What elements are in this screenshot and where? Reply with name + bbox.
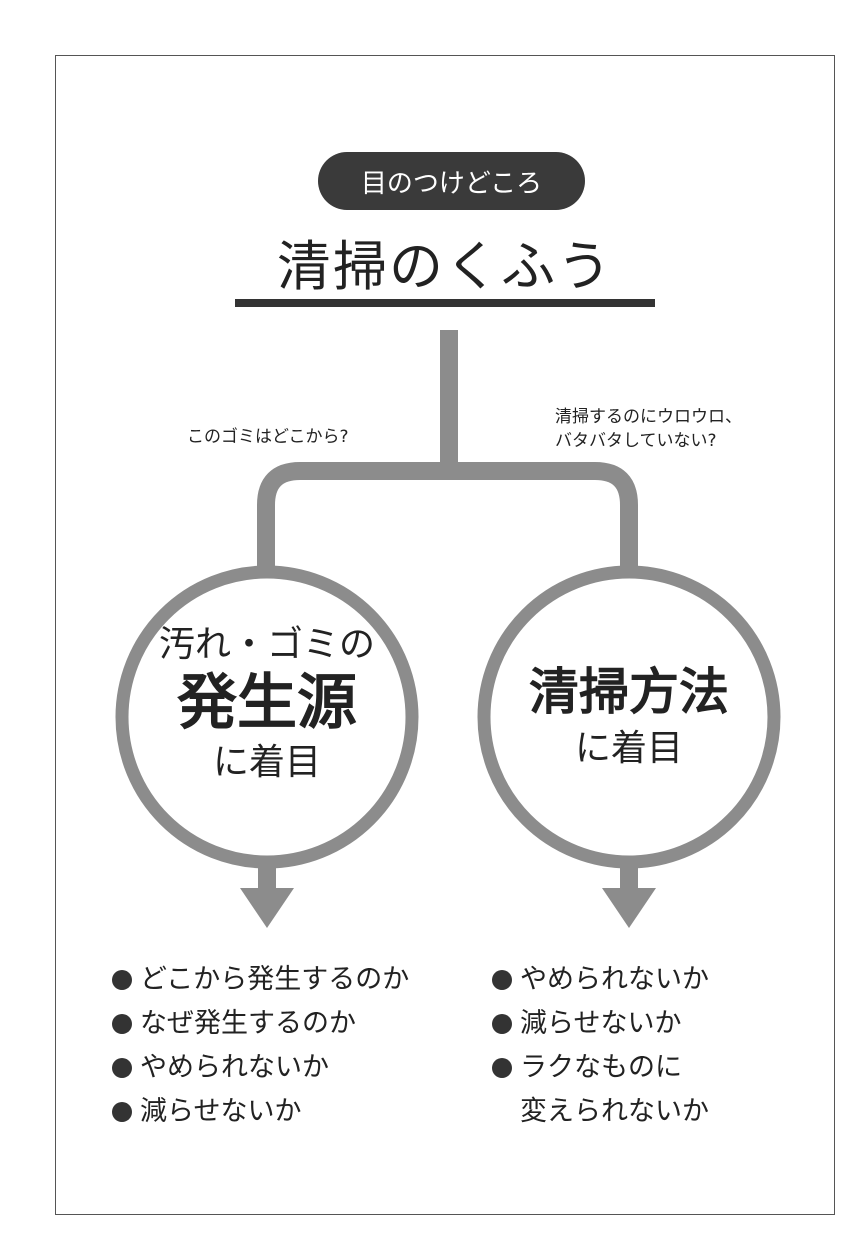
list-item: どこから発生するのか [112, 958, 409, 1002]
bullet-icon [112, 1058, 132, 1078]
right-circle-emphasis: 清掃方法 [529, 663, 729, 721]
bullet-icon [492, 1058, 512, 1078]
left-circle-line: 汚れ・ゴミの [158, 624, 375, 665]
list-item-text: 減らせないか [520, 1008, 682, 1039]
list-item-text: やめられないか [140, 1052, 329, 1083]
right-arrow-shaft [620, 862, 638, 892]
page-frame [55, 55, 835, 1215]
left-bullet-list: どこから発生するのか なぜ発生するのか やめられないか 減らせないか [112, 958, 409, 1134]
bullet-icon [492, 970, 512, 990]
left-circle-line: に着目 [212, 742, 321, 783]
list-item-text: なぜ発生するのか [140, 1008, 356, 1039]
right-question-line: バタバタしていない? [555, 431, 717, 451]
right-bullet-list: やめられないか 減らせないか ラクなものに 変えられないか [492, 958, 709, 1134]
branch-line [257, 462, 638, 570]
list-item-text: 減らせないか [140, 1096, 302, 1127]
right-arrow-head [602, 888, 656, 928]
list-item-text: どこから発生するのか [140, 964, 410, 995]
bullet-icon [112, 1102, 132, 1122]
left-question: このゴミはどこから? [187, 427, 349, 447]
left-circle-text: 汚れ・ゴミの 発生源 に着目 [127, 622, 407, 788]
list-item-continuation: 変えられないか [492, 1090, 709, 1134]
title-underline [235, 299, 655, 307]
list-item: 減らせないか [492, 1002, 709, 1046]
list-item: やめられないか [492, 958, 709, 1002]
right-circle-line: に着目 [574, 728, 683, 769]
list-item: 減らせないか [112, 1090, 409, 1134]
right-question: 清掃するのにウロウロ、 バタバタしていない? [555, 405, 742, 453]
list-item-text: やめられないか [520, 964, 709, 995]
list-item: なぜ発生するのか [112, 1002, 409, 1046]
list-item-text: 変えられないか [520, 1096, 709, 1127]
left-arrow-shaft [258, 862, 276, 892]
list-item-text: ラクなものに [520, 1052, 682, 1083]
right-circle-text: 清掃方法 に着目 [489, 660, 769, 774]
right-question-line: 清掃するのにウロウロ、 [555, 407, 742, 427]
page-title: 清掃のくふう [277, 235, 613, 298]
bullet-icon [112, 1014, 132, 1034]
left-circle-emphasis: 発生源 [177, 668, 357, 738]
list-item: ラクなものに [492, 1046, 709, 1090]
section-label-pill: 目のつけどころ [318, 152, 585, 210]
bullet-icon [492, 1014, 512, 1034]
bullet-icon [112, 970, 132, 990]
left-arrow-head [240, 888, 294, 928]
list-item: やめられないか [112, 1046, 409, 1090]
